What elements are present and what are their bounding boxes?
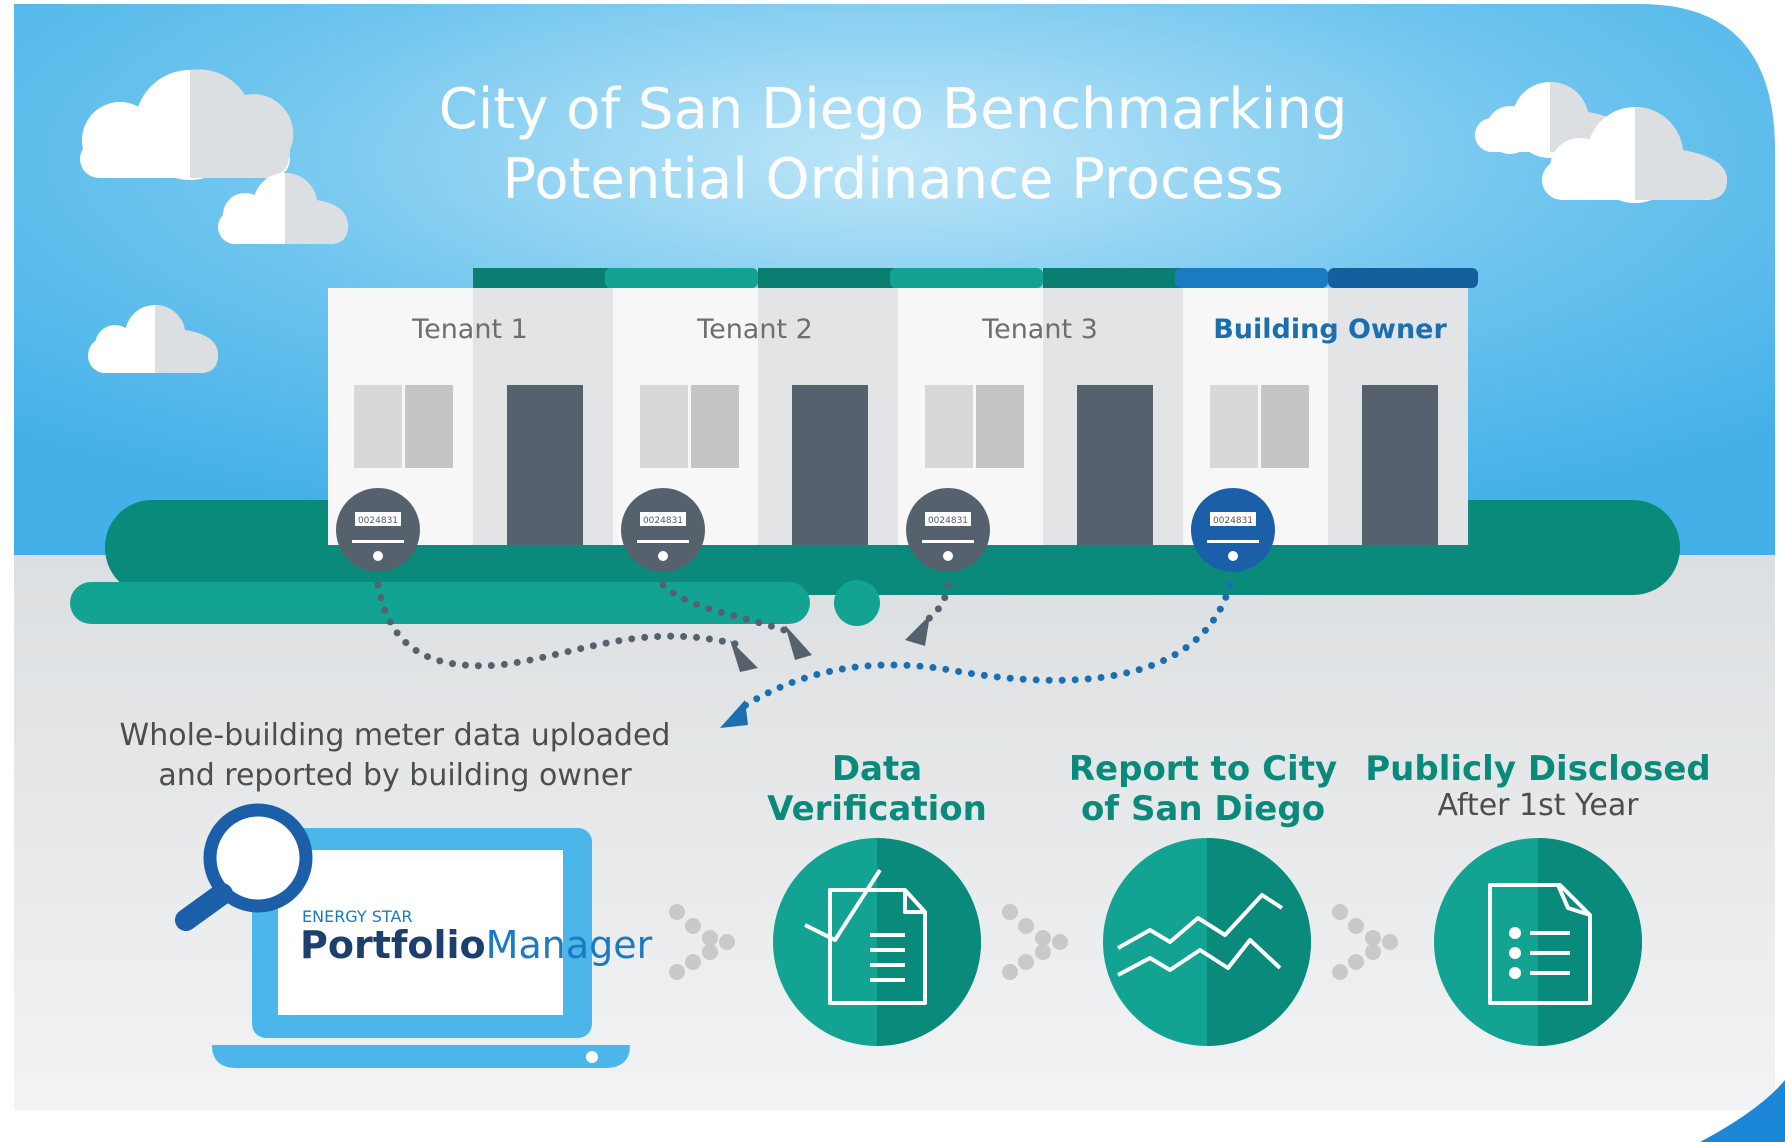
unit-building-owner: Building Owner: [1175, 268, 1478, 545]
cloud-icon: [1542, 106, 1727, 203]
step-data-verification: Data Verification: [767, 749, 987, 1046]
step-title-line-1: Publicly Disclosed: [1365, 749, 1711, 789]
step-title-line-1: Report to City: [1069, 749, 1337, 789]
document-list-icon: [1488, 883, 1592, 1005]
meter-icon: 0024831: [336, 488, 420, 572]
cloud-icon: [88, 304, 218, 373]
svg-text:ENERGY STAR: ENERGY STAR: [302, 907, 413, 926]
arrow-tenant-2: [659, 581, 794, 636]
arrowhead-icon: [905, 615, 930, 646]
lawn-dot: [834, 580, 880, 626]
unit-label: Building Owner: [1213, 314, 1447, 345]
door: [507, 385, 583, 545]
svg-text:0024831: 0024831: [928, 516, 968, 526]
arrowhead-icon: [720, 700, 748, 728]
laptop-icon: [212, 828, 630, 1068]
unit-label: Tenant 1: [411, 314, 528, 345]
svg-text:PortfolioManager: PortfolioManager: [300, 923, 653, 967]
svg-text:0024831: 0024831: [1213, 516, 1253, 526]
portfolio-manager-logo: ENERGY STAR PortfolioManager: [300, 907, 653, 967]
caption-line-2: and reported by building owner: [158, 758, 632, 793]
corner-swoosh: [1700, 1080, 1785, 1142]
arrowhead-icon: [730, 640, 758, 672]
step-publicly-disclosed: Publicly Disclosed After 1st Year: [1365, 749, 1711, 1046]
unit-tenant-2: Tenant 2: [605, 268, 900, 545]
title-line-2: Potential Ordinance Process: [502, 147, 1283, 212]
caption-line-1: Whole-building meter data uploaded: [120, 718, 671, 753]
trend-lines-icon: [1117, 893, 1284, 977]
unit-label: Tenant 2: [696, 314, 813, 345]
svg-text:0024831: 0024831: [358, 516, 398, 526]
unit-label: Tenant 3: [981, 314, 1098, 345]
cloud-icon: [218, 172, 348, 244]
arrow-tenant-3: [916, 581, 952, 629]
magnifier-icon: [175, 803, 313, 931]
door: [792, 385, 868, 545]
chevron-dots-icon: [1332, 904, 1398, 980]
door: [1077, 385, 1153, 545]
arrowhead-icon: [785, 625, 812, 660]
data-flow-arrows: [374, 581, 1234, 716]
meter-icon: 0024831: [1191, 488, 1275, 572]
document-check-icon: [804, 868, 927, 1005]
meter-icon: 0024831: [906, 488, 990, 572]
svg-text:0024831: 0024831: [643, 516, 683, 526]
meter-icon: 0024831: [621, 488, 705, 572]
lawn-front: [70, 582, 810, 624]
step-subtitle: After 1st Year: [1437, 788, 1639, 823]
step-title-line-2: of San Diego: [1081, 789, 1325, 829]
building: Tenant 1 Tenant 2 Tenant 3: [328, 268, 1478, 545]
step-title-line-2: Verification: [767, 789, 987, 829]
chevron-dots-icon: [1002, 904, 1068, 980]
cloud-icon: [80, 69, 294, 180]
step-title-line-1: Data: [832, 749, 922, 789]
title-line-1: City of San Diego Benchmarking: [439, 77, 1348, 142]
chevron-dots-icon: [669, 904, 735, 980]
door: [1362, 385, 1438, 545]
step-report-to-city: Report to City of San Diego: [1069, 749, 1337, 1046]
